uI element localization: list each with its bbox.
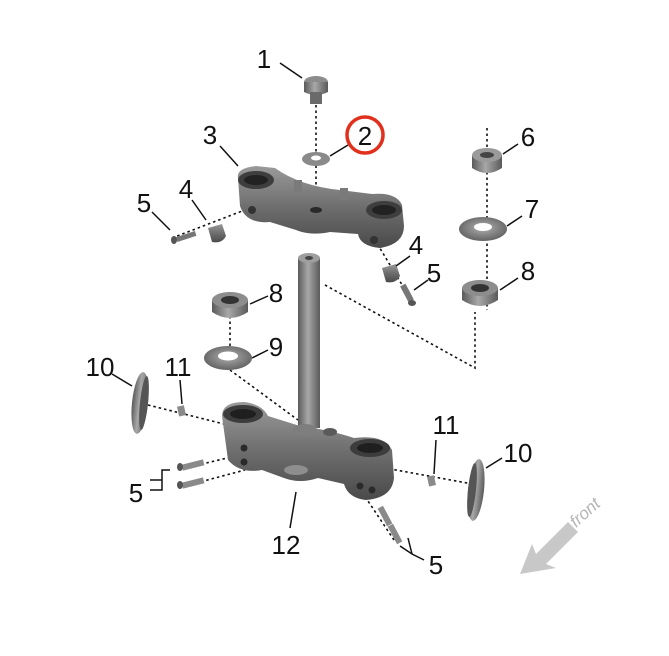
callout-8-left: 8 <box>269 278 283 308</box>
callout-3: 3 <box>203 120 217 150</box>
screw-lower-right-b <box>387 523 403 545</box>
spacer-left <box>177 405 186 417</box>
spacer-right <box>427 475 436 487</box>
clamp-cap-left <box>208 224 226 243</box>
callout-8-right: 8 <box>521 256 535 286</box>
leader-lines <box>111 62 523 561</box>
front-label: front <box>566 493 605 531</box>
callout-9: 9 <box>269 332 283 362</box>
bearing-upper-part <box>462 280 498 306</box>
adjuster-nut-part <box>472 148 502 173</box>
callout-6: 6 <box>521 122 535 152</box>
front-arrow-icon <box>520 522 578 574</box>
bearing-lower-part <box>212 292 248 318</box>
callout-11-left: 11 <box>165 352 192 382</box>
end-cap-right <box>467 459 485 521</box>
end-cap-left <box>131 372 149 434</box>
screw-upper-right <box>400 283 416 306</box>
dust-seal-part <box>459 217 507 241</box>
front-direction-indicator: front <box>520 493 605 574</box>
steering-stem <box>298 253 320 428</box>
callout-11-right: 11 <box>433 410 460 440</box>
top-bolt-part <box>304 76 328 104</box>
upper-triple-clamp <box>237 166 404 248</box>
clamp-cap-right <box>382 264 400 283</box>
washer-part <box>302 152 330 166</box>
callout-10-right: 10 <box>504 438 533 468</box>
screw-lower-left-a <box>177 459 205 471</box>
callout-10-left: 10 <box>86 352 115 382</box>
callout-2-highlight-ring <box>345 115 385 155</box>
screw-lower-left-b <box>177 477 205 489</box>
callout-2: 2 <box>358 121 372 151</box>
screw-lower-right-a <box>377 505 393 527</box>
callout-4-upper-right: 4 <box>409 230 423 260</box>
callout-5-upper-right: 5 <box>427 258 441 288</box>
callout-5-upper-left: 5 <box>137 188 151 218</box>
callout-labels: 1 2 3 4 5 4 5 6 7 8 8 9 10 11 11 10 5 12… <box>86 44 540 580</box>
seal-ring-part <box>204 346 252 370</box>
callout-1: 1 <box>257 44 271 74</box>
lower-triple-clamp <box>222 402 394 500</box>
callout-12: 12 <box>272 530 301 560</box>
callout-4-upper-left: 4 <box>179 174 193 204</box>
callout-5-lower-left: 5 <box>129 478 143 508</box>
callout-7: 7 <box>525 194 539 224</box>
screw-upper-left <box>171 231 197 244</box>
callout-5-lower-right: 5 <box>429 550 443 580</box>
